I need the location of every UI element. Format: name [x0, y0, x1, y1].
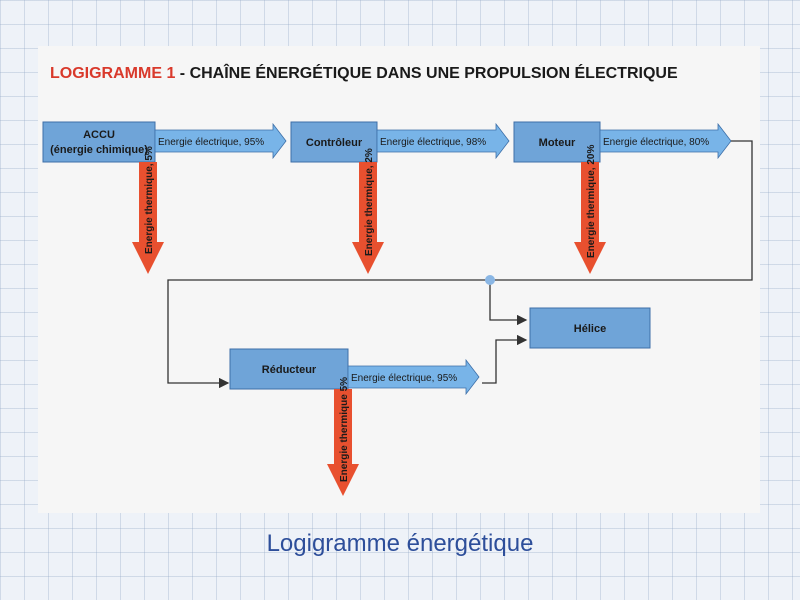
loss-arrow-accu [132, 162, 164, 274]
loss-label-accu: Energie thermique, 5% [144, 146, 155, 254]
flow-label-reducteur: Energie électrique, 95% [351, 373, 457, 384]
title-separator: - [175, 65, 189, 82]
node-reducteur-label: Réducteur [262, 364, 317, 376]
node-moteur [513, 121, 601, 163]
slide-caption: Logigramme énergétique [266, 530, 534, 557]
node-helice [529, 307, 651, 349]
loss-label-moteur: Energie thermique, 20% [586, 145, 597, 258]
node-controleur [290, 121, 378, 163]
loss-label-reducteur: Energie thermique 5% [339, 377, 350, 482]
flow-arrow-controleur [376, 122, 510, 160]
flow-label-accu: Energie électrique, 95% [158, 137, 264, 148]
title-part1: LOGIGRAMME 1 [50, 65, 175, 82]
node-accu [42, 121, 156, 163]
node-moteur-label: Moteur [539, 137, 576, 149]
loss-arrow-reducteur [327, 389, 359, 496]
node-reducteur [229, 348, 349, 390]
node-accu-label1: ACCU [83, 129, 115, 141]
flow-label-moteur: Energie électrique, 80% [603, 137, 709, 148]
node-helice-label: Hélice [574, 323, 606, 335]
flow-arrow-moteur [599, 122, 732, 160]
connector-to-reducteur [167, 140, 753, 389]
junction-dot [485, 275, 495, 285]
title-part2: CHAÎNE ÉNERGÉTIQUE DANS UNE PROPULSION É… [190, 63, 678, 82]
node-controleur-label: Contrôleur [306, 137, 363, 149]
diagram-title: LOGIGRAMME 1 - CHAÎNE ÉNERGÉTIQUE DANS U… [50, 63, 678, 82]
node-accu-label2: (énergie chimique) [50, 144, 148, 156]
connector-to-helice [489, 280, 528, 326]
loss-arrow-controleur [352, 162, 384, 274]
energy-chain-diagram: LOGIGRAMME 1 - CHAÎNE ÉNERGÉTIQUE DANS U… [42, 63, 753, 496]
loss-label-controleur: Energie thermique, 2% [364, 148, 375, 256]
diagram-panel: LOGIGRAMME 1 - CHAÎNE ÉNERGÉTIQUE DANS U… [38, 46, 760, 513]
connector-reducteur-helice [482, 334, 528, 384]
flow-label-controleur: Energie électrique, 98% [380, 137, 486, 148]
loss-arrow-moteur [574, 162, 606, 274]
flow-arrow-reducteur [347, 358, 480, 396]
flow-arrow-accu [154, 122, 287, 160]
